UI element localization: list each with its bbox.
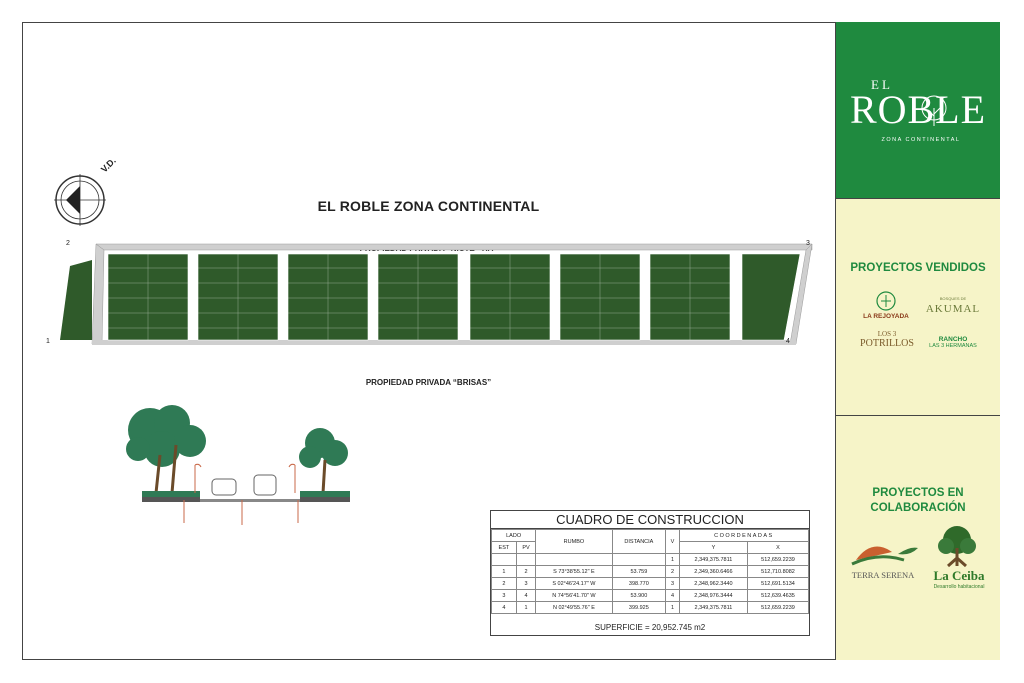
logo-el-text: EL	[871, 77, 893, 92]
construction-table: CUADRO DE CONSTRUCCION LADO RUMBO DISTAN…	[490, 510, 810, 636]
cell-y: 2,349,360.6466	[678, 565, 749, 578]
table-row: 4 1 N 02°49'55.76" E 399.925 1 2,349,375…	[491, 601, 809, 614]
logo-roble-text: ROBLE	[849, 87, 987, 132]
table-row: 1 2,349,375.7811 512,659.2239	[491, 553, 809, 566]
logo-potrillos: POTRILLOS	[860, 338, 914, 349]
cell-v: 1	[665, 553, 680, 566]
sold-projects-title: PROYECTOS VENDIDOS	[850, 262, 986, 274]
south-property-label: PROPIEDAD PRIVADA “BRISAS”	[365, 378, 492, 387]
sold-projects-section: PROYECTOS VENDIDOS LA REJOYADA BOSQUES D…	[836, 199, 1000, 416]
logo-rancho: RANCHO	[938, 336, 968, 343]
logo-bosques-de: BOSQUES DE	[939, 296, 967, 301]
la-ceiba-tree-icon	[938, 526, 976, 568]
cell-pv: 1	[515, 601, 537, 614]
plan-title: EL ROBLE ZONA CONTINENTAL	[317, 198, 540, 214]
cell-pv: 4	[515, 589, 537, 602]
logo-los-3: LOS 3	[877, 330, 897, 338]
la-rejoyada-logo-icon	[876, 291, 896, 311]
cell-y: 2,348,962.3440	[678, 577, 749, 590]
table-row: 2 3 S 02°46'24.17" W 398.770 3 2,348,962…	[491, 577, 809, 590]
corner-3: 3	[806, 240, 810, 247]
header-distancia: DISTANCIA	[611, 529, 667, 554]
tree-logo-icon	[921, 95, 947, 126]
table-subheader-row: EST PV Y X	[491, 541, 809, 554]
table-title: CUADRO DE CONSTRUCCION	[491, 511, 809, 529]
cell-distancia: 53.900	[611, 589, 667, 602]
cell-pv: 2	[515, 565, 537, 578]
collab-title-line1: PROYECTOS EN	[872, 487, 964, 499]
cell-distancia: 399.925	[611, 601, 667, 614]
cell-est: 4	[491, 601, 517, 614]
corner-4: 4	[786, 338, 790, 345]
header-est: EST	[491, 541, 517, 554]
cell-est: 1	[491, 565, 517, 578]
collab-title-line2: COLABORACIÓN	[870, 502, 966, 514]
terra-serena-logo-icon	[851, 546, 918, 566]
table-header-row: LADO RUMBO DISTANCIA V COORDENADAS	[490, 529, 810, 554]
cell-x: 512,659.2239	[747, 601, 809, 614]
logo-subtitle: ZONA CONTINENTAL	[881, 137, 961, 143]
corner-1: 1	[46, 338, 50, 345]
collab-projects-section: PROYECTOS EN COLABORACIÓN TERRA SERENA L…	[836, 416, 1000, 660]
cell-y: 2,349,375.7811	[678, 601, 749, 614]
cell-y: 2,348,976.3444	[678, 589, 749, 602]
logo-terra-serena: TERRA SERENA	[851, 570, 915, 580]
cell-x: 512,639.4635	[747, 589, 809, 602]
logo-la-ceiba-sub: Desarrollo habitacional	[933, 584, 985, 590]
header-lado: LADO	[490, 529, 537, 542]
lot-plan	[60, 243, 813, 345]
el-roble-logo-block: EL ROBLE ZONA CONTINENTAL	[836, 22, 1000, 199]
cell-distancia: 53.759	[611, 565, 667, 578]
cell-x: 512,659.2239	[747, 553, 809, 566]
cell-est: 3	[491, 589, 517, 602]
cell-est: 2	[491, 577, 517, 590]
header-v: V	[665, 529, 680, 554]
header-y: Y	[678, 541, 749, 554]
cell-v: 3	[665, 577, 680, 590]
cell-rumbo: N 74°56'41.70" W	[535, 589, 613, 602]
corner-2: 2	[66, 240, 70, 247]
header-coordenadas: COORDENADAS	[678, 529, 810, 542]
logo-la-ceiba: La Ceiba	[933, 568, 985, 583]
cell-y: 2,349,375.7811	[678, 553, 749, 566]
header-rumbo: RUMBO	[535, 529, 613, 554]
cell-rumbo: S 02°46'24.17" W	[535, 577, 613, 590]
cell-rumbo: N 02°49'55.76" E	[535, 601, 613, 614]
cell-pv: 3	[515, 577, 537, 590]
cell-x: 512,691.5134	[747, 577, 809, 590]
cell-v: 4	[665, 589, 680, 602]
logo-akumal: AKUMAL	[925, 303, 981, 315]
logo-las-3-hermanas: LAS 3 HERMANAS	[929, 343, 977, 349]
brand-panel: EL ROBLE ZONA CONTINENTAL PROYECTOS VEND…	[835, 22, 1000, 660]
coordinates-table: LADO RUMBO DISTANCIA V COORDENADAS EST P…	[490, 529, 810, 614]
street-section-drawing	[126, 405, 350, 525]
north-arrow-icon	[54, 174, 106, 226]
header-pv: PV	[515, 541, 537, 554]
cell-distancia: 398.770	[611, 577, 667, 590]
cell-v: 2	[665, 565, 680, 578]
table-row: 3 4 N 74°56'41.70" W 53.900 4 2,348,976.…	[491, 589, 809, 602]
superficie-total: SUPERFICIE = 20,952.745 m2	[594, 623, 706, 632]
cell-x: 512,710.8082	[747, 565, 809, 578]
header-x: X	[747, 541, 809, 554]
logo-la-rejoyada: LA REJOYADA	[863, 313, 909, 320]
table-row: 1 2 S 73°38'55.12" E 53.759 2 2,349,360.…	[491, 565, 809, 578]
cell-rumbo: S 73°38'55.12" E	[535, 565, 613, 578]
cell-v: 1	[665, 601, 680, 614]
